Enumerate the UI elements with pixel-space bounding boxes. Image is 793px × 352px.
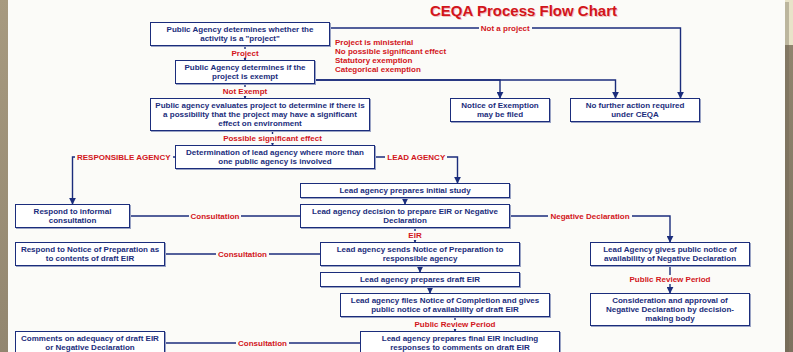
chart-title: CEQA Process Flow Chart — [430, 2, 617, 20]
edge-label: Public Review Period — [413, 320, 498, 329]
connector — [73, 157, 176, 204]
connector — [315, 80, 616, 98]
box-text: Respond to informal consultation — [20, 207, 125, 225]
process-box: No further action required under CEQA — [570, 98, 700, 122]
edge-label: Consultation — [216, 250, 269, 259]
box-text: Lead agency prepares initial study — [305, 186, 505, 195]
edge-label: LEAD AGENCY — [385, 153, 447, 162]
exemption-label: Project is ministerial — [335, 38, 413, 47]
process-box: Lead agency prepares initial study — [300, 183, 510, 198]
box-text: Public Agency determines if the project … — [180, 63, 310, 81]
box-text: Lead agency prepares draft EIR — [325, 275, 515, 284]
box-text: Lead Agency gives public notice of avail… — [595, 245, 745, 263]
edge-label: Not a project — [479, 24, 532, 33]
box-text: Public agency evaluates project to deter… — [155, 101, 365, 128]
connector — [330, 28, 681, 98]
process-box: Lead Agency gives public notice of avail… — [590, 242, 750, 266]
box-text: Lead agency files Notice of Completion a… — [345, 296, 545, 314]
process-box: Consideration and approval of Negative D… — [590, 293, 750, 326]
process-box: Lead agency sends Notice of Preparation … — [320, 242, 520, 266]
process-box: Respond to informal consultation — [15, 204, 130, 228]
process-box: Lead agency prepares final EIR including… — [360, 331, 560, 352]
box-text: Notice of Exemption may be filed — [455, 101, 545, 119]
edge-label: Consultation — [236, 339, 289, 348]
edge-label: Not Exempt — [221, 87, 269, 96]
process-box: Respond to Notice of Preparation as to c… — [15, 242, 165, 266]
process-box: Notice of Exemption may be filed — [450, 98, 550, 122]
box-text: Respond to Notice of Preparation as to c… — [20, 245, 160, 263]
box-text: Lead agency decision to prepare EIR or N… — [305, 207, 505, 225]
process-box: Public Agency determines whether the act… — [150, 22, 330, 46]
paper-sheet — [8, 0, 785, 352]
edge-label: Possible significant effect — [221, 134, 324, 143]
box-text: Lead agency prepares final EIR including… — [365, 334, 555, 352]
box-text: Determination of lead agency where more … — [180, 148, 370, 166]
process-box: Determination of lead agency where more … — [175, 145, 375, 169]
process-box: Public Agency determines if the project … — [175, 60, 315, 84]
connector — [315, 80, 500, 98]
edge-label: Negative Declaration — [548, 212, 631, 221]
exemption-label: Statutory exemption — [335, 56, 412, 65]
process-box: Lead agency decision to prepare EIR or N… — [300, 204, 510, 228]
edge-label: EIR — [406, 231, 423, 240]
process-box: Public agency evaluates project to deter… — [150, 98, 370, 131]
exemption-label: No possible significant effect — [335, 47, 446, 56]
process-box: Lead agency prepares draft EIR — [320, 272, 520, 287]
box-text: Lead agency sends Notice of Preparation … — [325, 245, 515, 263]
process-box: Lead agency files Notice of Completion a… — [340, 293, 550, 317]
box-text: Consideration and approval of Negative D… — [595, 296, 745, 323]
exemption-label: Categorical exemption — [335, 65, 421, 74]
edge-label: Project — [229, 49, 260, 58]
box-text: No further action required under CEQA — [575, 101, 695, 119]
box-text: Comments on adequacy of draft EIR or Neg… — [20, 334, 160, 352]
box-text: Public Agency determines whether the act… — [155, 25, 325, 43]
edge-label: Consultation — [189, 212, 242, 221]
edge-label: Public Review Period — [628, 275, 713, 284]
edge-label: RESPONSIBLE AGENCY — [75, 153, 173, 162]
process-box: Comments on adequacy of draft EIR or Neg… — [15, 331, 165, 352]
